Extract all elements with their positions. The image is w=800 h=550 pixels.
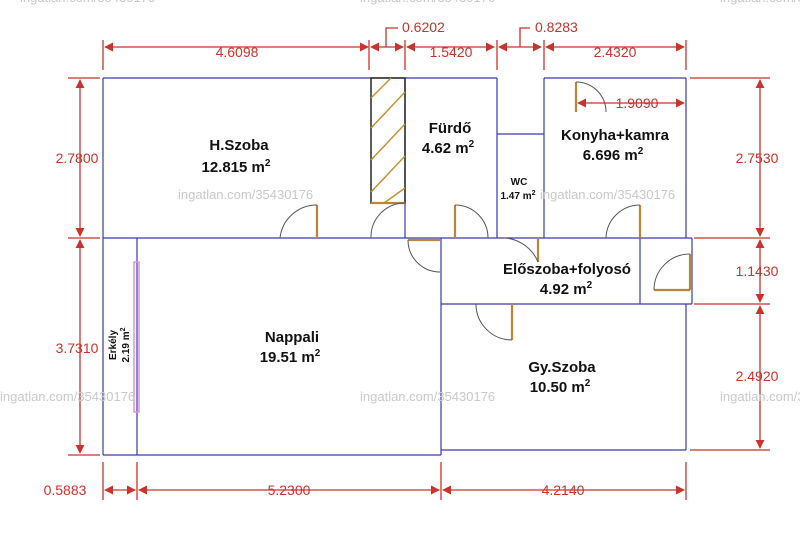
svg-text:H.Szoba: H.Szoba (209, 137, 269, 154)
dim-inner-kitchen: 1.9090 (616, 95, 659, 111)
svg-text:Konyha+kamra: Konyha+kamra (561, 127, 670, 144)
svg-text:Előszoba+folyosó: Előszoba+folyosó (503, 261, 631, 278)
dim-right-middle: 1.1430 (736, 263, 779, 279)
svg-text:Erkély: Erkély (108, 330, 119, 360)
svg-text:1.47 m2: 1.47 m2 (500, 190, 535, 202)
doors (279, 81, 692, 341)
room-wc: WC 1.47 m2 (500, 177, 535, 202)
dim-top-2: 0.6202 (402, 19, 445, 35)
svg-text:Fürdő: Fürdő (429, 120, 472, 137)
room-erkely: Erkély 2.19 m2 (108, 327, 132, 362)
svg-text:2.19 m2: 2.19 m2 (120, 327, 132, 362)
watermark-top-center: ingatlan.com/35430176 (360, 0, 495, 5)
watermark-upper-right: ingatlan.com/35430176 (540, 187, 675, 202)
dim-right-lower: 2.4920 (736, 368, 779, 384)
svg-text:4.62 m2: 4.62 m2 (422, 139, 475, 157)
dim-bottom-2: 5.2300 (268, 482, 311, 498)
dim-right-upper: 2.7530 (736, 150, 779, 166)
walls (102, 77, 693, 456)
bathroom-cabinet (370, 77, 406, 204)
dim-top-5: 2.4320 (594, 44, 637, 60)
room-eloszoba: Előszoba+folyosó 4.92 m2 (503, 261, 631, 298)
watermark-lower-right: ingatlan.com/35430176 (720, 389, 800, 404)
room-gyszoba: Gy.Szoba 10.50 m2 (528, 359, 596, 396)
svg-text:Gy.Szoba: Gy.Szoba (528, 359, 596, 376)
svg-text:12.815 m2: 12.815 m2 (202, 158, 271, 176)
room-furdo: Fürdő 4.62 m2 (422, 120, 475, 157)
watermark-upper-left: ingatlan.com/35430176 (178, 187, 313, 202)
room-konyha: Konyha+kamra 6.696 m2 (561, 127, 670, 164)
dimension-lines (68, 27, 770, 500)
watermark-lower-center: ingatlan.com/35430176 (360, 389, 495, 404)
watermark-lower-left: ingatlan.com/35430176 (0, 389, 135, 404)
dim-left-upper: 2.7800 (56, 150, 99, 166)
dim-bottom-1: 0.5883 (44, 482, 87, 498)
dim-bottom-3: 4.2140 (542, 482, 585, 498)
watermark-top-left: ingatlan.com/35430176 (20, 0, 155, 5)
svg-text:Nappali: Nappali (265, 329, 319, 346)
svg-text:4.92 m2: 4.92 m2 (540, 280, 593, 298)
svg-text:19.51 m2: 19.51 m2 (260, 348, 321, 366)
dim-top-1: 4.6098 (216, 44, 259, 60)
svg-text:6.696 m2: 6.696 m2 (583, 146, 644, 164)
balcony-window (133, 261, 140, 413)
room-nappali: Nappali 19.51 m2 (260, 329, 321, 366)
dim-top-4: 0.8283 (535, 19, 578, 35)
dim-top-3: 1.5420 (430, 44, 473, 60)
dim-left-lower: 3.7310 (56, 340, 99, 356)
svg-text:10.50 m2: 10.50 m2 (530, 378, 591, 396)
watermark-top-right: ingatlan.com/35430176 (720, 0, 800, 5)
svg-text:WC: WC (511, 177, 528, 188)
room-hszoba: H.Szoba 12.815 m2 (202, 137, 271, 176)
